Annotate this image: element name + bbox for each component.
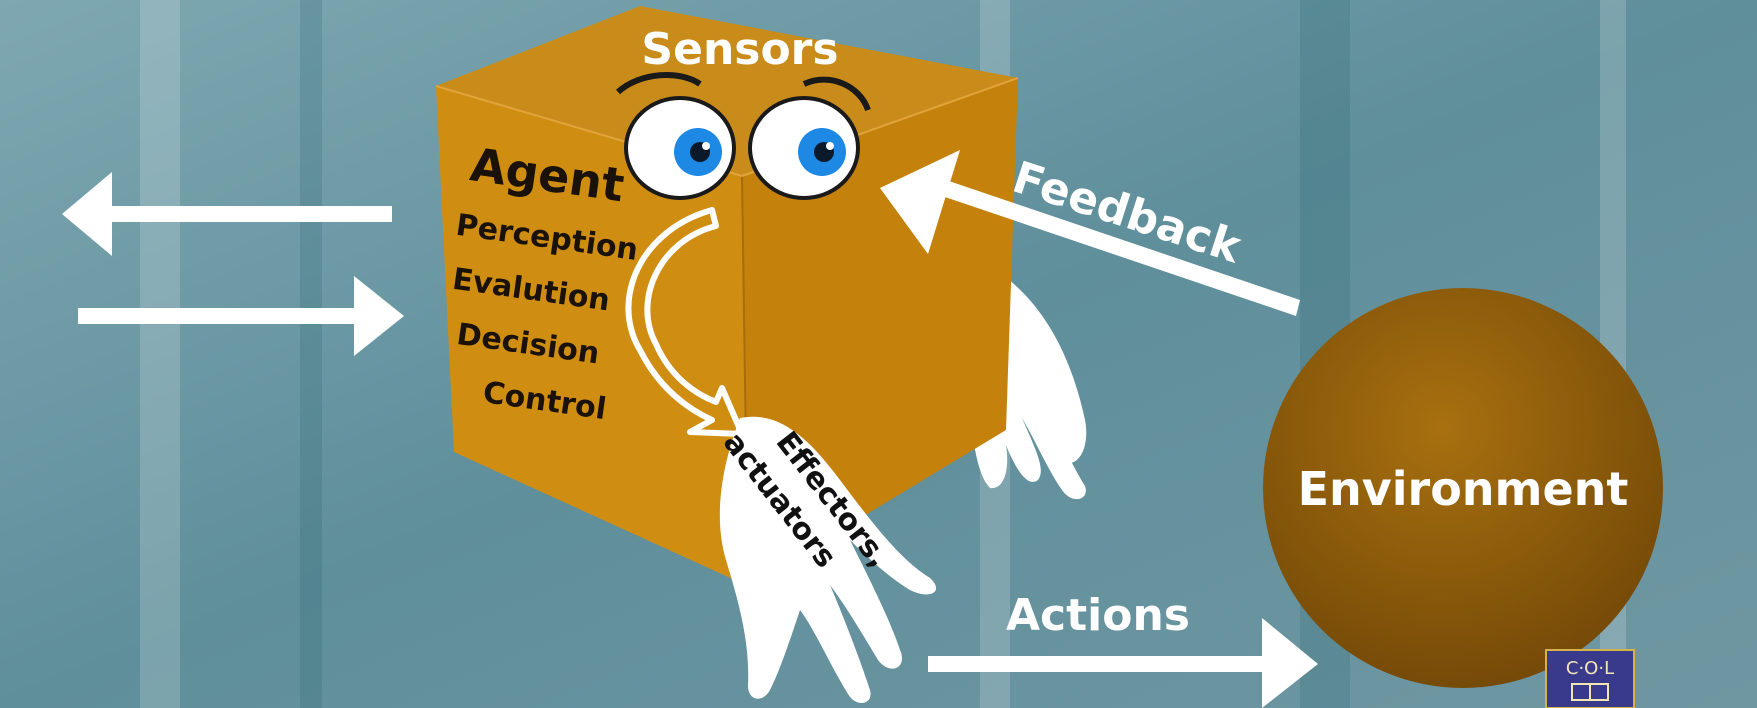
actions-label: Actions	[1006, 590, 1190, 641]
sensors-eyes	[615, 72, 871, 200]
eye-icon	[748, 76, 871, 200]
hand-icon	[719, 416, 937, 704]
arrow-right-icon	[928, 656, 1280, 672]
arrow-left-icon	[942, 180, 1300, 316]
actions-arrow	[928, 618, 1318, 708]
left-arrows	[62, 172, 404, 356]
logo-text: C·O·L	[1566, 658, 1614, 679]
environment-circle	[1263, 288, 1663, 688]
eye-icon	[615, 72, 736, 200]
arrow-left-icon	[62, 172, 392, 256]
sensors-label: Sensors	[641, 24, 838, 75]
cube-front	[436, 86, 748, 586]
cube-top	[436, 6, 1018, 176]
process-arrow-icon	[625, 207, 745, 437]
environment-label: Environment	[1298, 462, 1629, 516]
col-logo-icon: C·O·L	[1545, 649, 1635, 708]
arrow-right-icon	[78, 276, 404, 356]
feedback-arrow	[880, 150, 1300, 316]
